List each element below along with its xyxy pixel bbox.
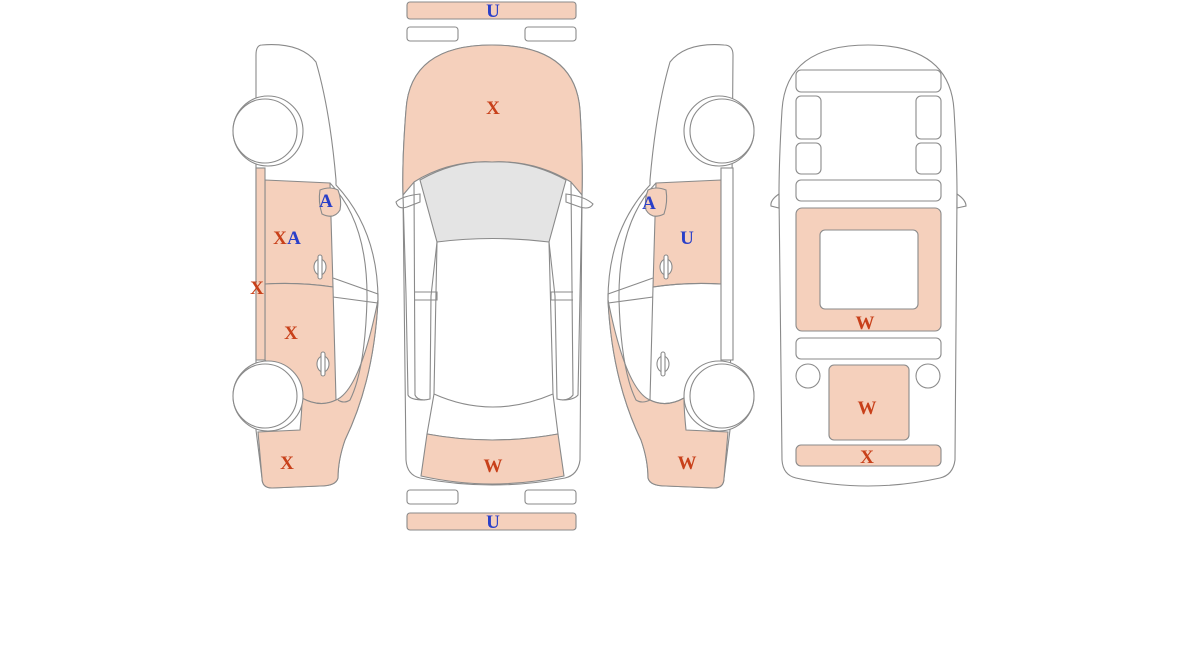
left-front-wheel xyxy=(232,98,298,164)
right-front-door-code: U xyxy=(680,228,694,249)
left-quarter-code: X xyxy=(280,453,294,474)
rear-left-lamp xyxy=(406,489,459,505)
right-body-edge xyxy=(561,194,583,401)
windshield xyxy=(419,161,567,243)
front-seat-row xyxy=(795,179,942,202)
hood-code: X xyxy=(486,98,500,119)
left-fender-code: A xyxy=(319,191,333,212)
right-window-line xyxy=(607,277,654,304)
right-rear-door-handle-icon xyxy=(656,351,670,377)
left-body-edge xyxy=(402,194,426,401)
left-rocker-panel[interactable] xyxy=(255,167,266,361)
trunk-code: W xyxy=(484,456,503,477)
right-front-fender-panel[interactable] xyxy=(644,187,668,217)
front-bumper-panel[interactable] xyxy=(406,1,577,20)
right-rocker-strip xyxy=(720,167,734,361)
right-fender-code: A xyxy=(642,193,656,214)
front-right-cushion xyxy=(915,142,942,175)
trunk-lid-panel[interactable] xyxy=(420,433,565,485)
rear-floor-code: W xyxy=(858,398,877,419)
left-rear-door-handle-icon xyxy=(316,351,330,377)
left-rear-door-code: X xyxy=(284,323,298,344)
right-rear-wheel xyxy=(689,363,755,429)
rear-right-lamp xyxy=(524,489,577,505)
right-side-view: A U W xyxy=(607,44,755,489)
left-a-pillar xyxy=(329,182,368,403)
left-front-fender-panel[interactable] xyxy=(318,187,342,217)
front-bumper-code: U xyxy=(486,1,500,22)
front-left-cushion xyxy=(795,142,822,175)
rear-right-vent xyxy=(915,363,941,389)
interior-rear-bumper-panel[interactable] xyxy=(795,444,942,467)
roof-outline xyxy=(433,241,554,408)
right-a-pillar xyxy=(618,182,657,403)
front-right-lamp xyxy=(524,26,577,42)
right-rear-door-line xyxy=(649,282,722,405)
interior-rear-bumper-code: X xyxy=(860,447,874,468)
interior-view: W W X xyxy=(770,44,967,487)
left-rocker-code: X xyxy=(250,278,264,299)
left-window-line xyxy=(332,277,379,304)
front-right-seat xyxy=(915,95,942,140)
center-floor-code: W xyxy=(856,313,875,334)
rear-bumper-code: U xyxy=(486,512,500,533)
right-front-wheel xyxy=(689,98,755,164)
interior-left-tab xyxy=(770,192,780,209)
left-side-view: A X A X X X xyxy=(232,44,379,489)
interior-right-tab xyxy=(956,192,967,209)
front-left-lamp xyxy=(406,26,459,42)
rear-bumper-panel[interactable] xyxy=(406,512,577,531)
dashboard-panel xyxy=(795,69,942,93)
left-front-door-code-x: X xyxy=(273,228,287,249)
right-quarter-code: W xyxy=(678,453,697,474)
left-rear-wheel xyxy=(232,363,298,429)
right-front-door-handle-icon xyxy=(659,254,673,280)
left-front-door-handle-icon xyxy=(313,254,327,280)
rear-seat-row xyxy=(795,337,942,360)
rear-left-vent xyxy=(795,363,821,389)
center-console xyxy=(819,229,919,310)
front-left-seat xyxy=(795,95,822,140)
rear-floor-panel[interactable] xyxy=(828,364,910,441)
left-front-door-code-a: A xyxy=(287,228,301,249)
top-view: U X W U xyxy=(395,1,594,533)
